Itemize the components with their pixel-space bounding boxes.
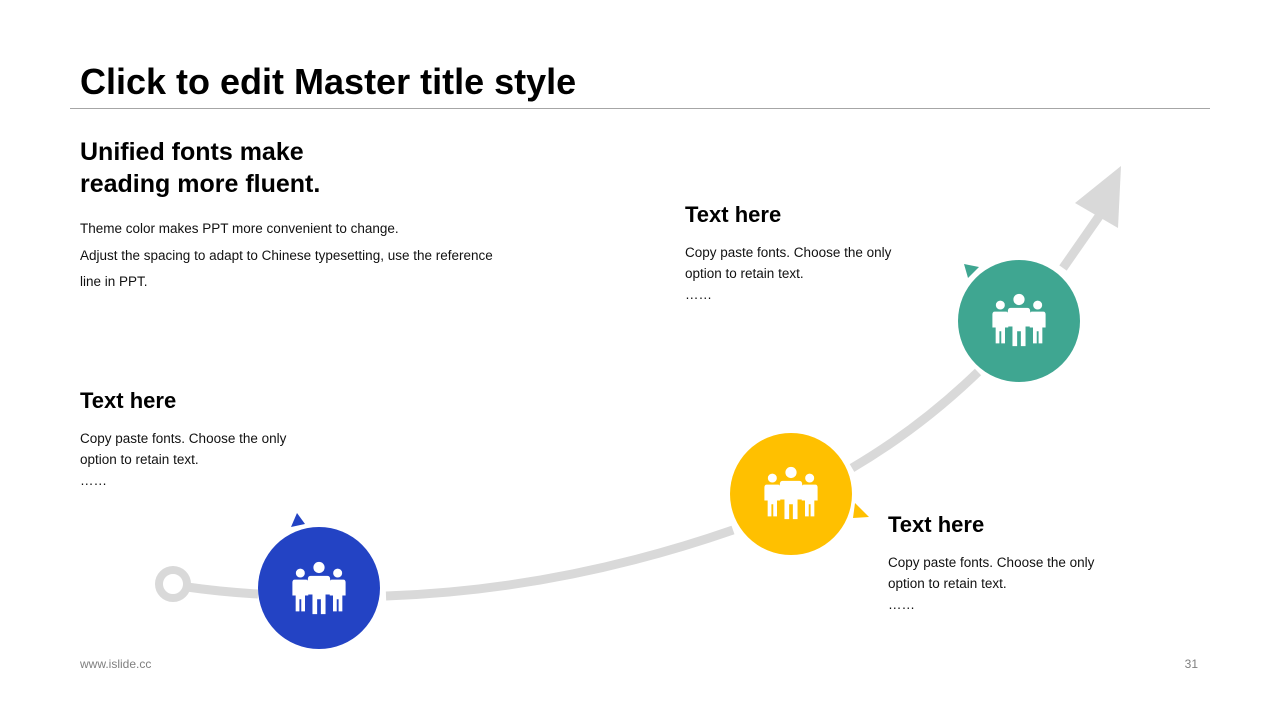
block-heading: Text here — [80, 388, 177, 413]
block-ellipsis: …… — [685, 287, 712, 302]
text-block-top: Text here Copy paste fonts. Choose the o… — [685, 201, 925, 306]
path-segment — [1059, 209, 1106, 271]
text-block-right: Text here Copy paste fonts. Choose the o… — [888, 511, 1128, 616]
text-block-left: Text here Copy paste fonts. Choose the o… — [80, 387, 320, 492]
subheading: Unified fonts make reading more fluent. — [80, 136, 320, 200]
block-ellipsis: …… — [80, 473, 107, 488]
block-text: Copy paste fonts. Choose the only option… — [685, 242, 925, 284]
block-line: option to retain text. — [80, 452, 199, 467]
subheading-line: Unified fonts make — [80, 138, 304, 166]
arrowhead-icon — [1075, 166, 1121, 228]
path-start-ring — [155, 566, 191, 602]
path-line — [155, 166, 1121, 602]
node-teal — [958, 260, 1080, 382]
slide-title: Click to edit Master title style — [80, 61, 577, 102]
block-heading: Text here — [685, 202, 782, 227]
footer-website: www.islide.cc — [80, 657, 152, 671]
pointer-triangle-icon — [291, 513, 305, 527]
node-blue — [258, 513, 380, 649]
pointer-triangle-icon — [853, 503, 869, 518]
block-text: Copy paste fonts. Choose the only option… — [80, 428, 320, 470]
path-segment — [849, 368, 982, 472]
node-yellow — [730, 433, 869, 555]
body-line: line in PPT. — [80, 274, 148, 289]
block-line: Copy paste fonts. Choose the only — [685, 245, 892, 260]
block-line: option to retain text. — [888, 576, 1007, 591]
body-text: Theme color makes PPT more convenient to… — [80, 216, 540, 296]
body-line: Theme color makes PPT more convenient to… — [80, 221, 399, 236]
path-segment — [186, 582, 259, 599]
page-number: 31 — [1184, 657, 1198, 671]
subheading-line: reading more fluent. — [80, 170, 321, 198]
body-line: Adjust the spacing to adapt to Chinese t… — [80, 247, 493, 263]
block-line: Copy paste fonts. Choose the only — [888, 555, 1095, 570]
block-line: option to retain text. — [685, 266, 804, 281]
block-text: Copy paste fonts. Choose the only option… — [888, 552, 1128, 594]
block-line: Copy paste fonts. Choose the only — [80, 431, 287, 446]
title-divider — [70, 108, 1210, 109]
block-heading: Text here — [888, 512, 985, 537]
pointer-triangle-icon — [964, 264, 979, 278]
path-segment — [385, 525, 735, 601]
block-ellipsis: …… — [888, 597, 915, 612]
